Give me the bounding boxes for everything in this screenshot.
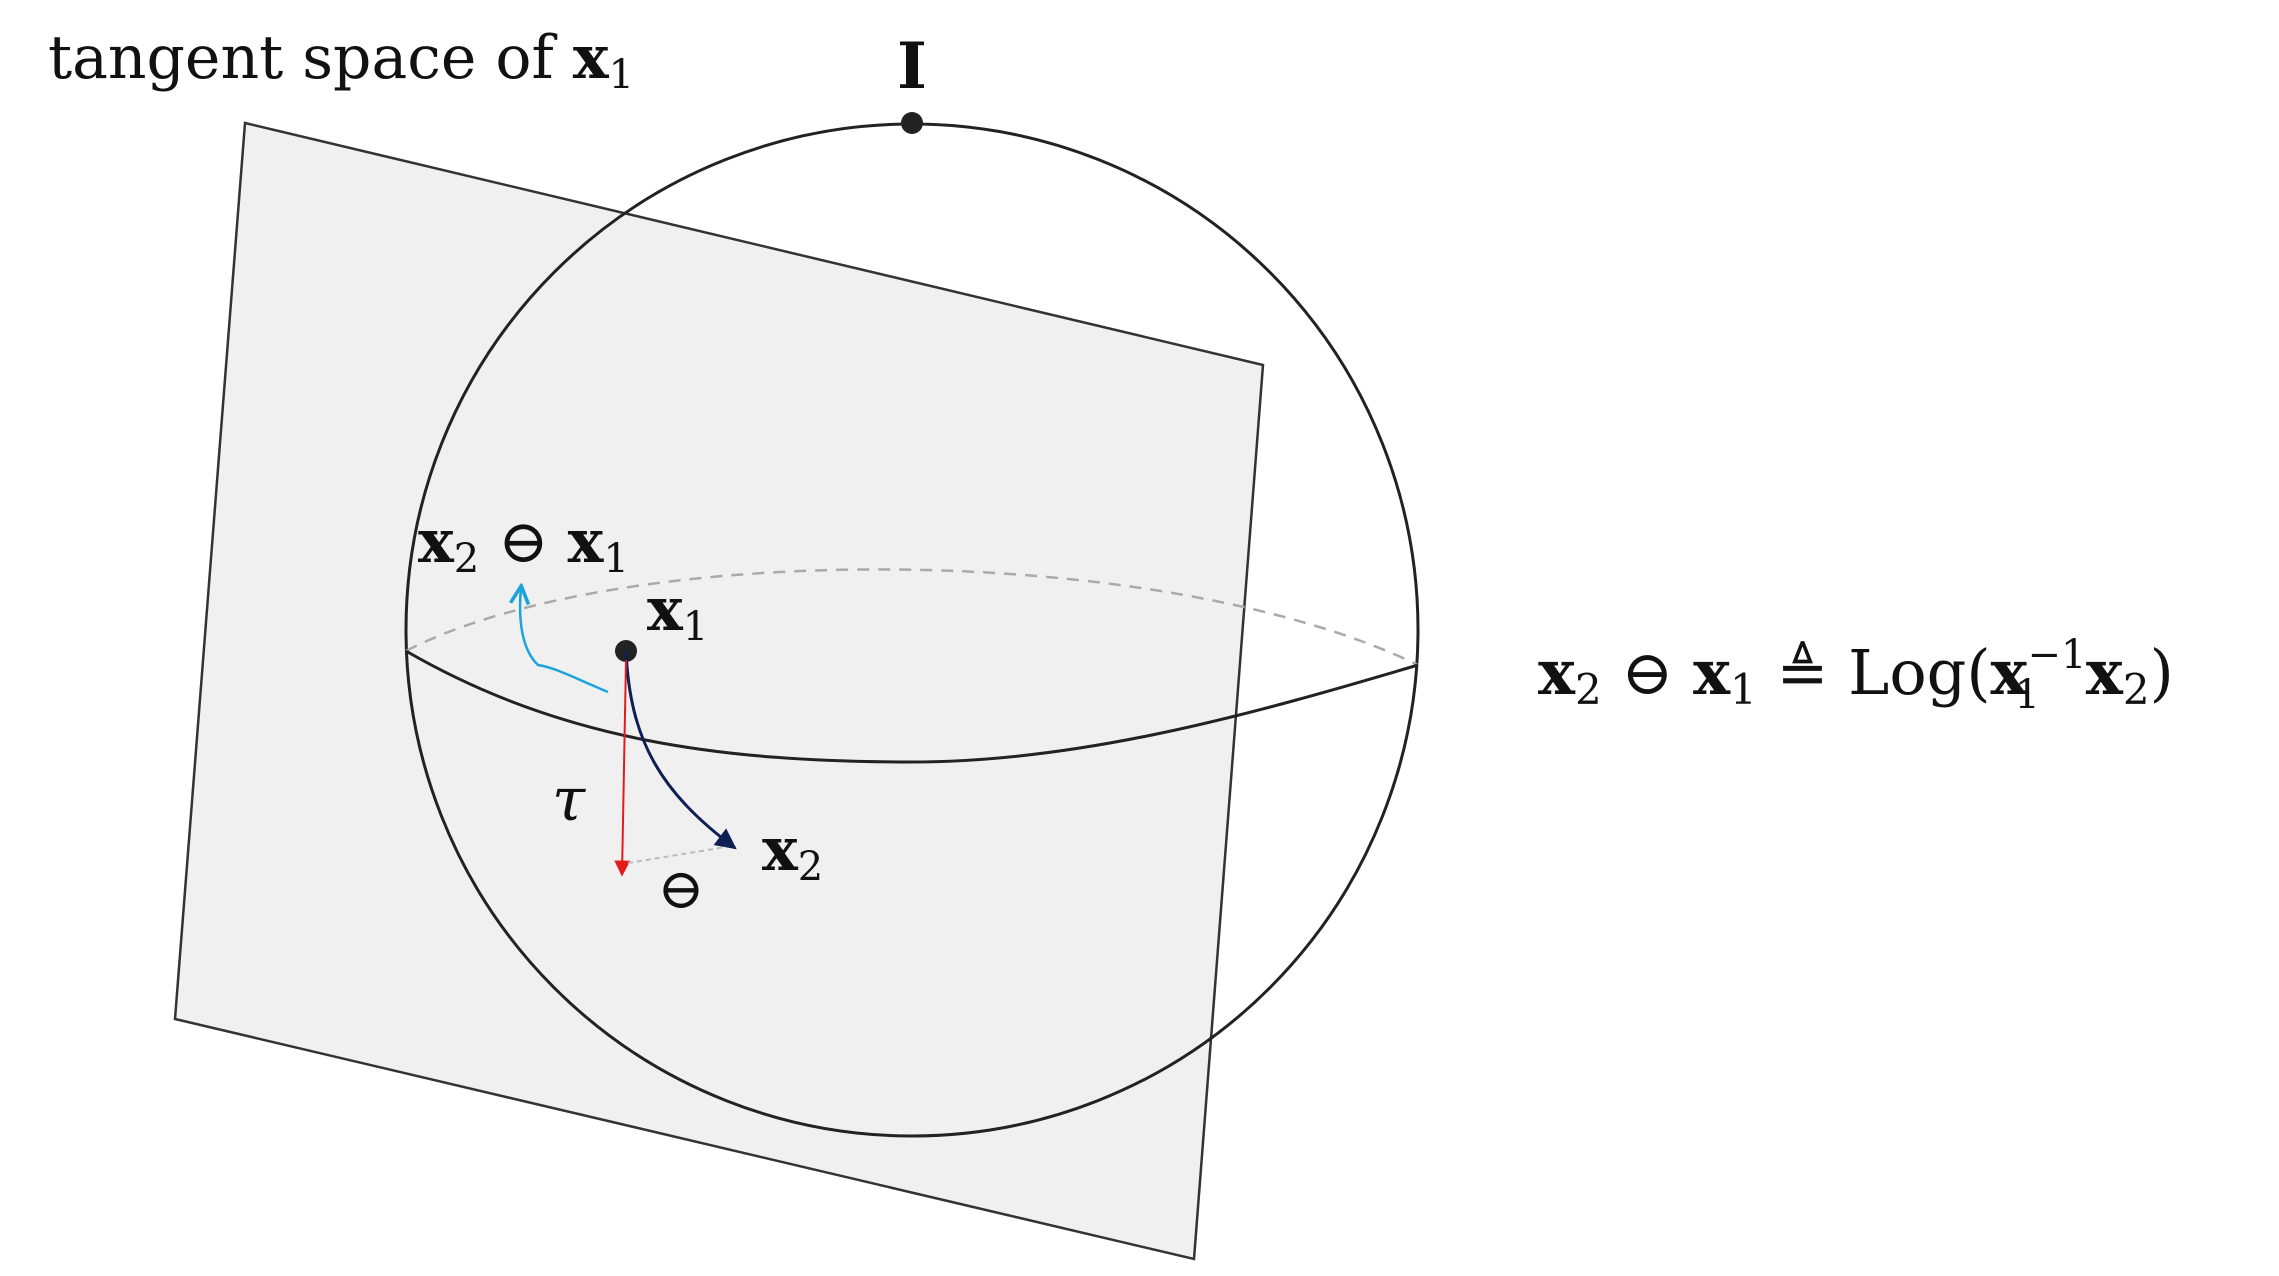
geodesic-arrow <box>624 650 737 850</box>
difference-arrow <box>520 588 609 694</box>
tangent-plane <box>173 121 1265 1261</box>
identity-point <box>901 112 923 134</box>
tau-label: τ <box>552 765 586 835</box>
x2-label: x2 <box>762 815 823 890</box>
tangent-space-title: tangent space of x1 <box>48 23 634 98</box>
difference-label: x2 ⊖ x1 <box>418 507 629 582</box>
x1-label: x1 <box>647 575 708 650</box>
ominus-label: ⊖ <box>658 857 705 922</box>
tangent-vector-arrow <box>614 659 631 877</box>
ominus-connector-dashed <box>627 846 727 864</box>
identity-label: I <box>897 29 927 104</box>
equator-front <box>405 649 1419 764</box>
